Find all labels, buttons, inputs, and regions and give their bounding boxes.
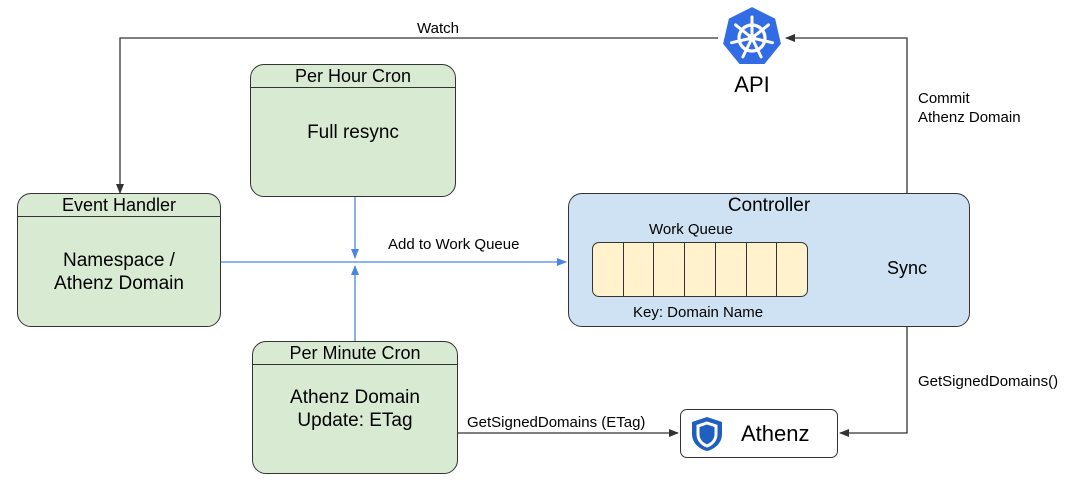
get-signed-domains-label: GetSignedDomains() [918, 373, 1059, 390]
controller-title: Controller [727, 195, 811, 216]
event-handler-title: Event Handler [18, 194, 220, 217]
get-signed-domains-etag-label: GetSignedDomains (ETag) [467, 414, 646, 431]
event-handler-node: Event Handler Namespace / Athenz Domain [17, 193, 221, 327]
per-minute-cron-body-line1: Athenz Domain [290, 387, 420, 408]
per-minute-cron-node: Per Minute Cron Athenz Domain Update: ET… [252, 341, 458, 474]
queue-cell [716, 243, 747, 296]
athenz-node: Athenz [680, 409, 838, 458]
athenz-label: Athenz [741, 420, 810, 446]
queue-cell [624, 243, 655, 296]
event-handler-body-line2: Athenz Domain [54, 273, 184, 294]
athenz-shield-icon [692, 416, 722, 451]
per-minute-cron-body-line2: Update: ETag [297, 410, 413, 431]
per-minute-cron-title: Per Minute Cron [253, 342, 457, 365]
watch-label: Watch [417, 20, 459, 37]
per-hour-cron-title: Per Hour Cron [251, 65, 455, 88]
queue-cell [593, 243, 624, 296]
commit-label-line2: Athenz Domain [918, 109, 1021, 126]
commit-edge [785, 34, 908, 230]
per-minute-cron-body: Athenz Domain Update: ETag [253, 365, 457, 453]
get-signed-domains-edge [839, 309, 908, 437]
kubernetes-helm-icon [720, 4, 784, 66]
queue-cell [654, 243, 686, 296]
commit-label: Commit Athenz Domain [918, 89, 1021, 127]
per-hour-cron-node: Per Hour Cron Full resync [250, 64, 456, 197]
work-queue-label: Work Queue [649, 221, 733, 238]
add-to-queue-label: Add to Work Queue [388, 236, 520, 253]
work-queue [592, 242, 808, 297]
api-label: API [734, 72, 770, 97]
watch-edge [116, 37, 718, 194]
key-label: Key: Domain Name [633, 304, 764, 321]
queue-cell [685, 243, 716, 296]
event-handler-body-line1: Namespace / [63, 250, 175, 271]
queue-cell [777, 243, 807, 296]
sync-label: Sync [886, 258, 928, 278]
commit-label-line1: Commit [918, 90, 970, 107]
per-hour-cron-body: Full resync [307, 121, 399, 143]
queue-cell [747, 243, 778, 296]
api-node [718, 4, 786, 72]
event-handler-body: Namespace / Athenz Domain [18, 217, 220, 327]
